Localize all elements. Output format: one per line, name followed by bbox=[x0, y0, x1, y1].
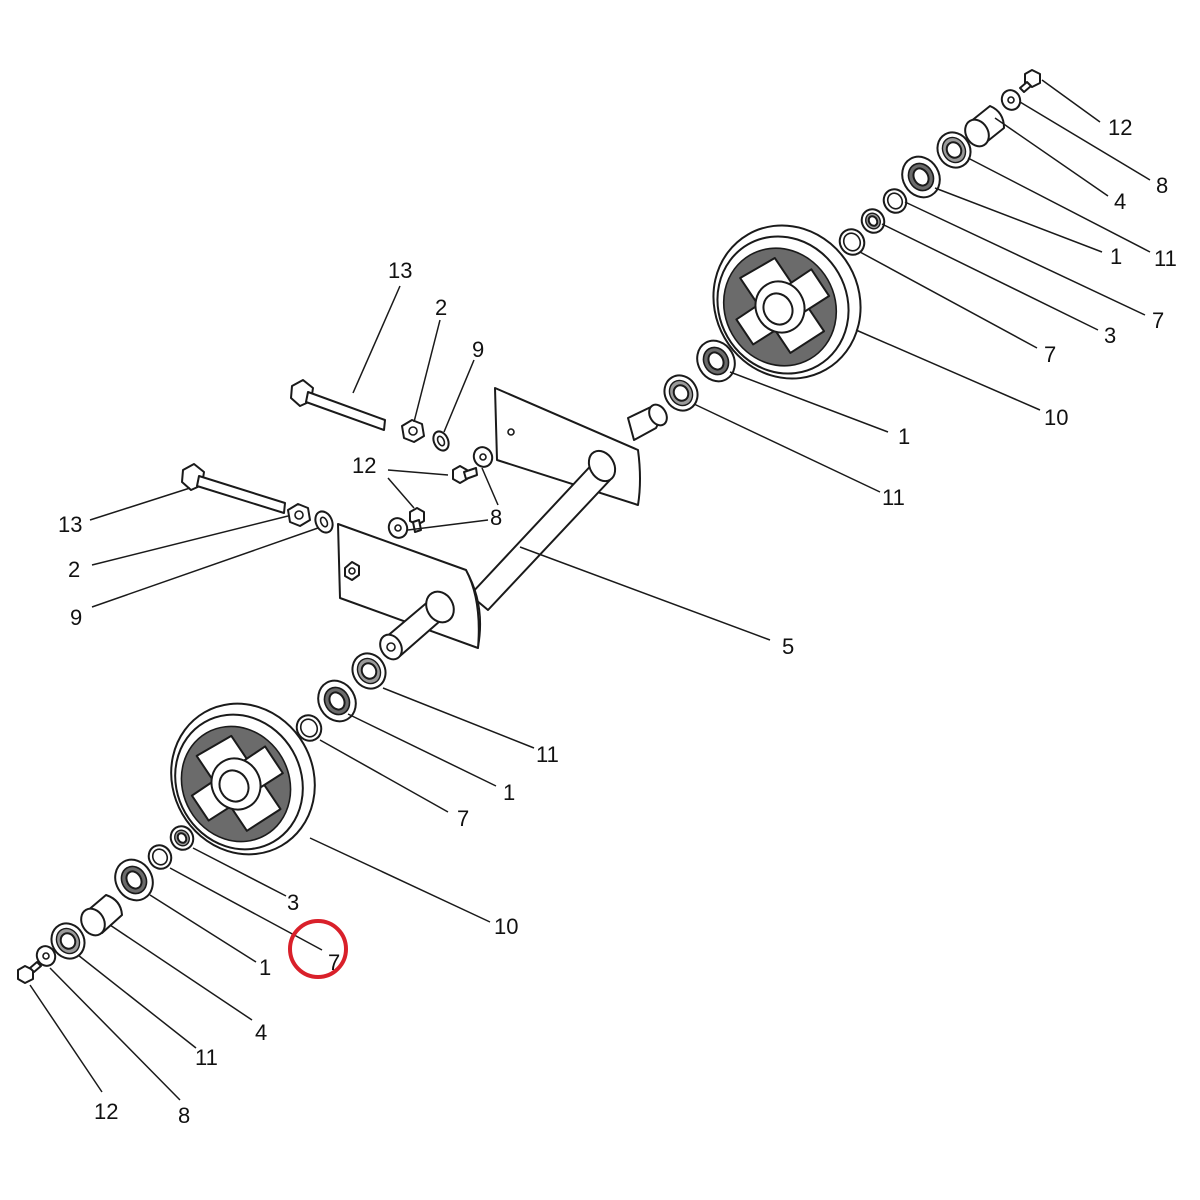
leader-lines bbox=[29, 79, 1151, 1101]
callout-13: 13 bbox=[58, 512, 82, 537]
wheel-left-part-10 bbox=[170, 702, 316, 856]
screw-right-part-12 bbox=[1019, 69, 1041, 93]
bearing-right-outer-part-1 bbox=[901, 155, 941, 199]
nut-upper-part-2 bbox=[401, 419, 425, 443]
callout-7: 7 bbox=[457, 806, 469, 831]
callout-11: 11 bbox=[536, 742, 559, 767]
washer-right-outer-part-7 bbox=[882, 188, 908, 214]
washer-upper-part-9 bbox=[432, 430, 450, 452]
washer-plate-rear-part-8 bbox=[472, 446, 494, 468]
callout-7-highlighted: 7 bbox=[328, 950, 340, 975]
callout-2: 2 bbox=[68, 557, 80, 582]
callout-9: 9 bbox=[472, 337, 484, 362]
callout-10: 10 bbox=[494, 914, 518, 939]
screw-plate-rear-part-12 bbox=[452, 465, 478, 484]
seal-left-outer-part-11 bbox=[50, 922, 86, 960]
callout-9: 9 bbox=[70, 605, 82, 630]
callout-8: 8 bbox=[490, 505, 502, 530]
callout-13: 13 bbox=[388, 258, 412, 283]
bolt-upper-part-13 bbox=[290, 379, 386, 431]
washer-left-inner-part-7 bbox=[295, 714, 323, 742]
callout-2: 2 bbox=[435, 295, 447, 320]
nut-lower-part-2 bbox=[287, 503, 311, 527]
callout-8: 8 bbox=[178, 1103, 190, 1128]
washer-right-part-8 bbox=[1000, 89, 1022, 111]
bearing-left-inner-part-1 bbox=[317, 679, 357, 723]
seal-right-outer-part-11 bbox=[936, 131, 972, 169]
callout-1: 1 bbox=[1110, 244, 1122, 269]
callout-labels: 12 8 4 11 1 7 3 7 10 1 11 13 2 9 12 8 13… bbox=[58, 115, 1177, 1128]
callout-1: 1 bbox=[503, 780, 515, 805]
callout-8: 8 bbox=[1156, 173, 1168, 198]
bearing-right-inner-part-1 bbox=[696, 339, 736, 383]
callout-11: 11 bbox=[882, 485, 905, 510]
callout-7: 7 bbox=[1152, 308, 1164, 333]
callout-5: 5 bbox=[782, 634, 794, 659]
callout-12: 12 bbox=[352, 453, 376, 478]
bearing-left-outer-part-1 bbox=[114, 858, 154, 902]
callout-12: 12 bbox=[94, 1099, 118, 1124]
washer-left-part-8 bbox=[35, 945, 57, 967]
callout-10: 10 bbox=[1044, 405, 1068, 430]
seal-left-inner-part-11 bbox=[351, 652, 387, 690]
bolt-lower-part-13 bbox=[181, 463, 286, 514]
wheel-right-part-10 bbox=[712, 224, 862, 380]
axle-assembly-part-5 bbox=[337, 387, 668, 661]
callout-1: 1 bbox=[259, 955, 271, 980]
callout-1: 1 bbox=[898, 424, 910, 449]
spacer-right-part-4 bbox=[964, 105, 1005, 148]
callout-11: 11 bbox=[195, 1045, 218, 1070]
screw-left-part-12 bbox=[17, 961, 42, 984]
spacer-left-part-4 bbox=[80, 894, 123, 937]
seal-right-inner-part-11 bbox=[663, 374, 699, 412]
washer-lower-part-9 bbox=[314, 510, 334, 534]
callout-7: 7 bbox=[1044, 342, 1056, 367]
ring-left-part-3 bbox=[169, 825, 195, 851]
callout-12: 12 bbox=[1108, 115, 1132, 140]
highlight-circle bbox=[288, 919, 348, 979]
callout-3: 3 bbox=[1104, 323, 1116, 348]
callout-4: 4 bbox=[1114, 189, 1126, 214]
callout-11: 11 bbox=[1154, 246, 1177, 271]
washer-right-inner-part-7 bbox=[838, 228, 866, 256]
callout-4: 4 bbox=[255, 1020, 267, 1045]
washer-plate-front-part-8 bbox=[387, 517, 409, 539]
ring-right-part-3 bbox=[860, 208, 886, 234]
callout-3: 3 bbox=[287, 890, 299, 915]
washer-left-outer-part-7 bbox=[147, 844, 173, 870]
